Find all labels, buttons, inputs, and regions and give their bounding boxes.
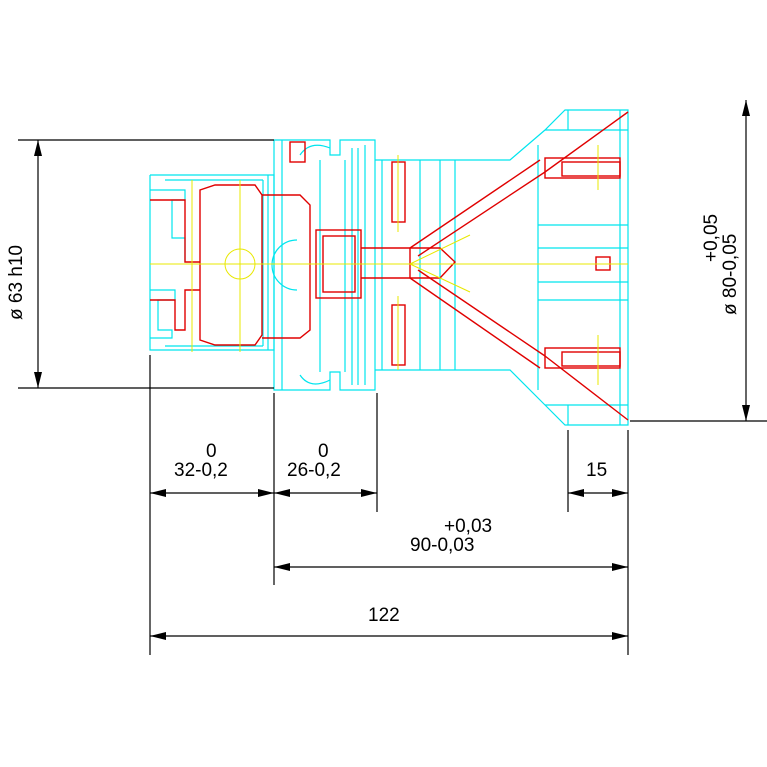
dim-90-upper: +0,03 — [444, 516, 492, 537]
part-outline — [149, 109, 629, 426]
dim-15: 15 — [586, 460, 607, 481]
dim-63-diameter: ø 63 h10 — [6, 245, 27, 320]
dim-122: 122 — [368, 605, 400, 626]
dim-32-nominal: 32-0,2 — [174, 460, 228, 481]
dimension-labels: 0 32-0,2 0 26-0,2 15 +0,03 90-0,03 122 ø… — [6, 214, 741, 626]
dim-90-nominal: 90-0,03 — [410, 535, 474, 556]
section-lines — [150, 111, 629, 421]
dimension-arrows — [34, 100, 750, 640]
dim-26-nominal: 26-0,2 — [287, 460, 341, 481]
centerlines — [150, 145, 628, 385]
dim-26-upper: 0 — [318, 441, 329, 462]
dim-80-nominal: ø 80-0,05 — [720, 234, 741, 315]
dim-32-upper: 0 — [206, 441, 217, 462]
dimension-lines — [18, 100, 767, 655]
dim-80-upper: +0,05 — [701, 214, 722, 262]
